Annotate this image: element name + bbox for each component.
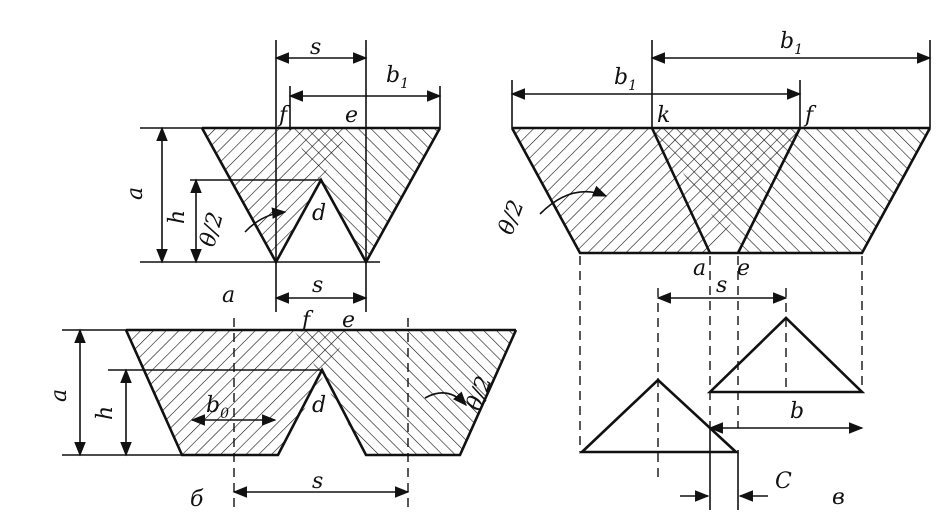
fig-c-k-label: k xyxy=(657,103,670,128)
fig-c-upper-triangle xyxy=(706,316,866,394)
figure-a: s b1 f e d a h θ/2 s a xyxy=(123,35,442,312)
fig-b-s-label: s xyxy=(312,469,323,494)
fig-a-angle-label: θ/2 xyxy=(196,210,229,250)
fig-c-profile xyxy=(510,127,932,255)
fig-b-e-label: e xyxy=(342,308,355,333)
fig-c-inner-right xyxy=(736,127,802,254)
fig-c-caption: в xyxy=(832,485,845,510)
fig-b-h-label: h xyxy=(93,406,118,420)
fig-c-s-label: s xyxy=(716,273,727,298)
fig-a-s-top-label: s xyxy=(310,35,321,60)
fig-c-angle-arc xyxy=(539,185,608,215)
fig-c-e-label: e xyxy=(737,256,750,281)
figure-c: b1 b1 k f a e θ/2 s b C в xyxy=(494,29,932,510)
fig-c-angle-label: θ/2 xyxy=(494,197,529,238)
fig-c-c-label: C xyxy=(775,469,792,494)
fig-a-e-label: e xyxy=(345,103,358,128)
fig-a-right-groove-hatch xyxy=(290,128,440,262)
fig-a-angle-arc xyxy=(244,207,287,233)
fig-b-angle-arc xyxy=(424,391,467,407)
fig-b-b0-label: b0 xyxy=(206,393,229,422)
fig-c-f-label: f xyxy=(803,103,817,128)
fig-c-b-label: b xyxy=(790,399,804,424)
fig-c-right-groove-hatch xyxy=(652,128,930,253)
fig-c-a-point-label: a xyxy=(693,256,706,281)
fig-a-caption: a xyxy=(222,283,235,308)
fig-b-caption: б xyxy=(190,487,204,512)
fig-b-d-label: d xyxy=(312,393,326,418)
fig-c-lower-triangle xyxy=(578,378,740,454)
fig-a-h-label: h xyxy=(165,210,190,224)
fig-b-a-label: a xyxy=(47,389,72,402)
fig-a-f-label: f xyxy=(277,103,291,128)
fig-a-a-label: a xyxy=(123,187,148,200)
fig-c-b1-top-label: b1 xyxy=(780,29,803,58)
fig-a-s-bottom-label: s xyxy=(312,273,323,298)
fig-c-inner-left xyxy=(650,127,712,254)
fig-c-b1-second-label: b1 xyxy=(614,65,637,94)
fig-a-d-label: d xyxy=(312,201,326,226)
fig-a-b1-label: b1 xyxy=(386,63,409,92)
figure-b: f e d a h b0 s θ/2 б xyxy=(47,308,518,512)
